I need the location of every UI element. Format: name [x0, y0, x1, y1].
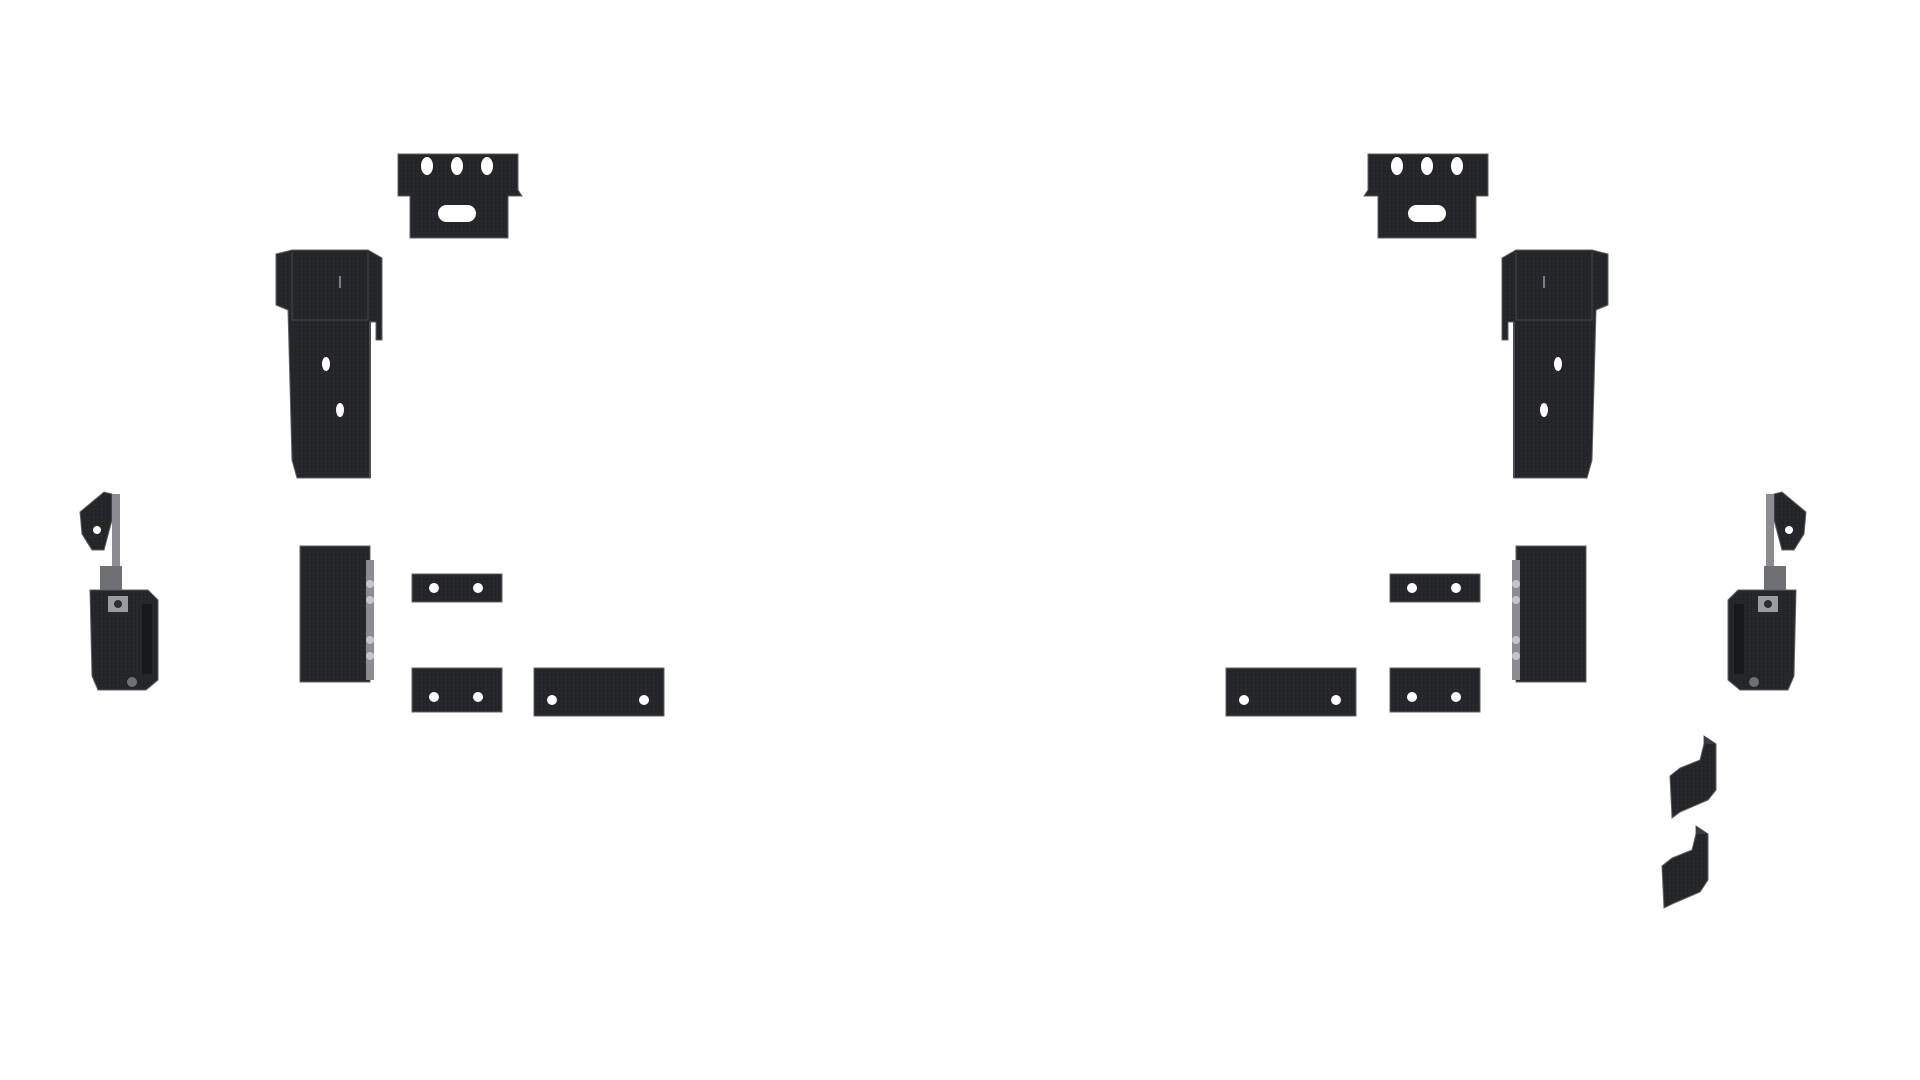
small-flat-plate-left-lower — [411, 667, 503, 713]
top-plate-three-slot-left — [397, 153, 523, 239]
small-flat-plate-right-upper — [1389, 573, 1481, 603]
long-flat-plate-right — [1225, 667, 1357, 717]
small-flat-plate-right-lower — [1389, 667, 1481, 713]
vertical-plate-left — [299, 545, 374, 683]
upright-bracket-right — [1501, 249, 1609, 479]
long-flat-plate-left — [533, 667, 665, 717]
small-flat-plate-left-upper — [411, 573, 503, 603]
hinge-bracket-right — [1727, 491, 1807, 691]
curved-hook-bracket-lower — [1661, 825, 1709, 909]
upright-bracket-left — [275, 249, 383, 479]
top-plate-three-slot-right — [1363, 153, 1489, 239]
curved-hook-bracket-upper — [1669, 735, 1717, 819]
hinge-bracket-left — [79, 491, 159, 691]
vertical-plate-right — [1512, 545, 1587, 683]
